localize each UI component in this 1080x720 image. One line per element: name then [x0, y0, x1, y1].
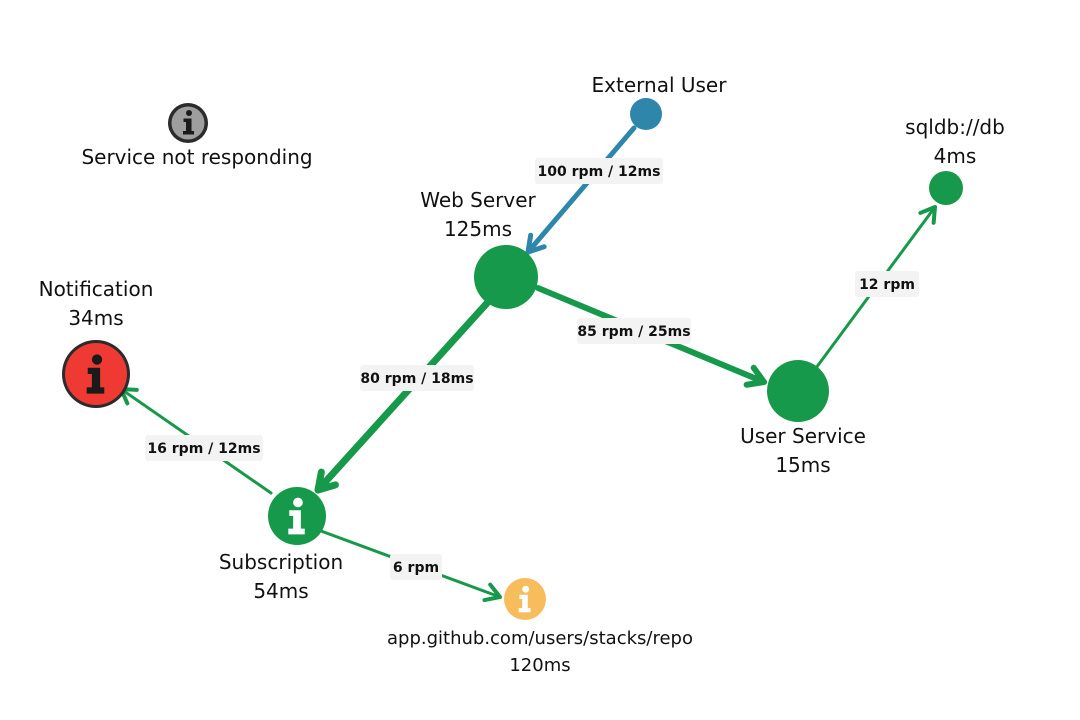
edge-web-server-to-subscription[interactable]: 80 rpm / 18ms: [314, 298, 492, 494]
edge-label: 100 rpm / 12ms: [538, 164, 661, 180]
node-latency-label: 125ms: [444, 217, 512, 241]
node-name-label: Web Server: [420, 188, 536, 212]
edge-label: 16 rpm / 12ms: [147, 441, 260, 457]
node-web-server[interactable]: Web Server 125ms: [420, 188, 538, 309]
edge-label-background: [855, 271, 919, 297]
edge-arrowhead: [743, 364, 767, 388]
edge-label: 12 rpm: [859, 277, 915, 293]
edge-label: 80 rpm / 18ms: [360, 371, 473, 387]
node-name-label: app.github.com/users/stacks/repo: [387, 628, 693, 649]
node-circle: [929, 171, 963, 205]
edge-subscription-to-github-repo[interactable]: 6 rpm: [319, 529, 502, 603]
node-external-user[interactable]: External User: [592, 73, 728, 130]
edge-arrowhead: [314, 468, 339, 494]
node-notification[interactable]: Notification 34ms: [39, 277, 154, 408]
edges-layer: 100 rpm / 12ms 85 rpm / 25ms 12 rpm 80 rpm …: [119, 125, 937, 603]
edge-line: [314, 298, 492, 494]
legend-label: Service not responding: [81, 145, 312, 169]
edge-web-server-to-user-service[interactable]: 85 rpm / 25ms: [535, 285, 767, 388]
info-icon: [518, 585, 531, 613]
edge-label-background: [360, 365, 474, 391]
edge-external-user-to-web-server[interactable]: 100 rpm / 12ms: [525, 125, 663, 255]
node-circle: [630, 98, 662, 130]
node-latency-label: 15ms: [775, 453, 830, 477]
edge-line: [525, 125, 637, 255]
edge-label-background: [577, 318, 691, 344]
node-github-repo[interactable]: app.github.com/users/stacks/repo 120ms: [387, 578, 693, 676]
node-latency-label: 34ms: [68, 306, 123, 330]
edge-arrowhead: [918, 205, 937, 225]
node-latency-label: 54ms: [253, 579, 308, 603]
node-name-label: External User: [592, 73, 728, 97]
legend: Service not responding: [81, 103, 313, 169]
node-name-label: Subscription: [219, 550, 343, 574]
edge-label-background: [390, 554, 442, 580]
legend-info-icon: [168, 103, 208, 143]
edge-label-background: [145, 435, 263, 461]
node-name-label: Notification: [39, 277, 154, 301]
node-sqldb[interactable]: sqldb://db 4ms: [905, 115, 1005, 205]
edge-subscription-to-notification[interactable]: 16 rpm / 12ms: [119, 387, 273, 495]
node-subscription[interactable]: Subscription 54ms: [219, 487, 343, 603]
node-circle: [474, 245, 538, 309]
edge-arrowhead: [525, 232, 547, 255]
edge-user-service-to-sqldb[interactable]: 12 rpm: [814, 205, 937, 370]
edge-label-background: [535, 158, 663, 184]
edge-label: 85 rpm / 25ms: [577, 324, 690, 340]
node-name-label: sqldb://db: [905, 115, 1005, 139]
node-latency-label: 120ms: [509, 655, 570, 676]
node-name-label: User Service: [740, 424, 866, 448]
edge-label: 6 rpm: [393, 560, 439, 576]
node-user-service[interactable]: User Service 15ms: [740, 360, 866, 477]
edge-arrowhead: [482, 582, 502, 603]
node-circle: [767, 360, 829, 422]
node-latency-label: 4ms: [934, 144, 977, 168]
info-icon: [288, 497, 305, 535]
info-icon: [86, 354, 105, 394]
